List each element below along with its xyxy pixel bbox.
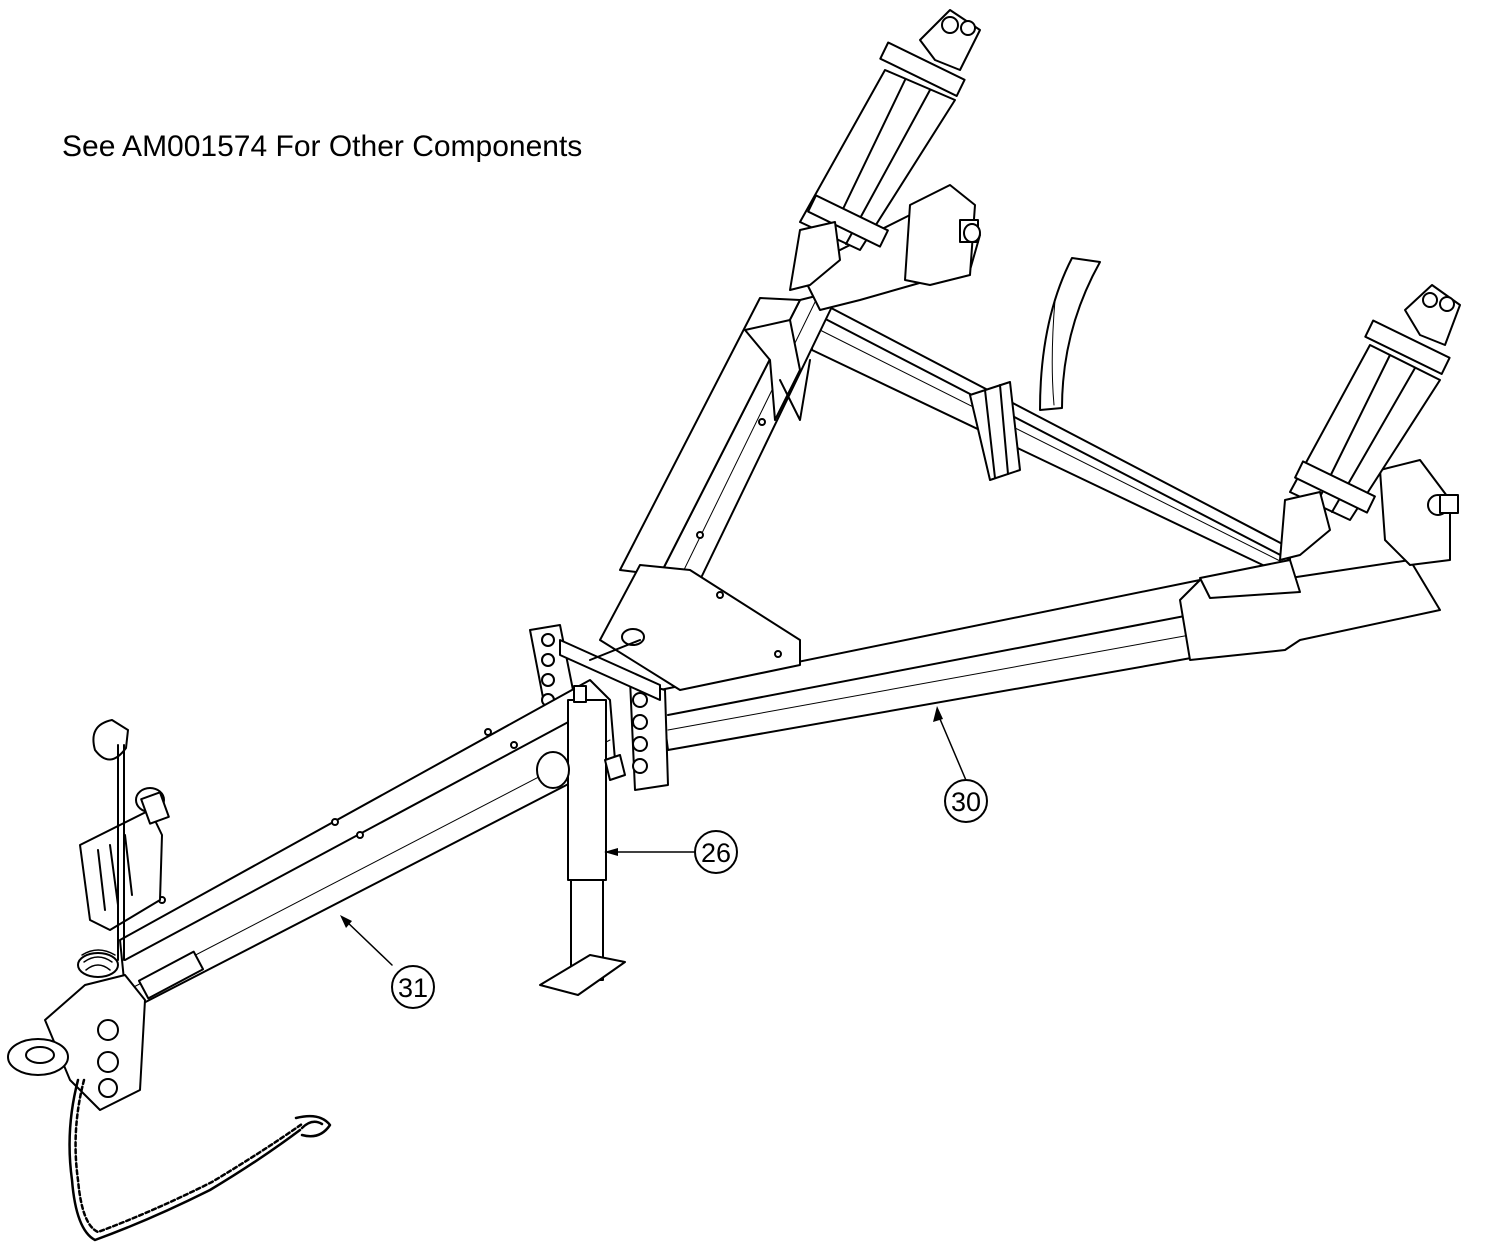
left-pivot-bracket [799,184,981,311]
rear-crossbar [811,297,1291,579]
right-pivot-bracket [1379,459,1459,566]
leader-30 [936,711,969,786]
callout-leaders [340,706,969,966]
callout-26: 26 [694,830,738,874]
callout-30: 30 [944,779,988,823]
tongue-extension [119,679,616,1011]
right-frame-arm [659,559,1441,751]
callout-31-label: 31 [398,973,428,1003]
gusset-plate [599,564,801,691]
safety-chain-bracket [79,787,170,931]
hitch-clevis [7,949,146,1111]
curved-shank [1039,257,1101,411]
hitch-pin [92,719,129,961]
jack-stand [536,685,626,996]
callout-30-label: 30 [951,787,981,817]
callout-26-label: 26 [701,838,731,868]
reference-note: See AM001574 For Other Components [62,130,583,163]
flange-joint [529,624,669,791]
safety-chain [68,1078,332,1242]
left-frame-arm [619,289,841,581]
left-hydraulic-cylinder [789,9,981,291]
callout-31: 31 [391,965,435,1009]
right-hydraulic-cylinder [1279,284,1461,561]
leader-31 [344,919,393,966]
